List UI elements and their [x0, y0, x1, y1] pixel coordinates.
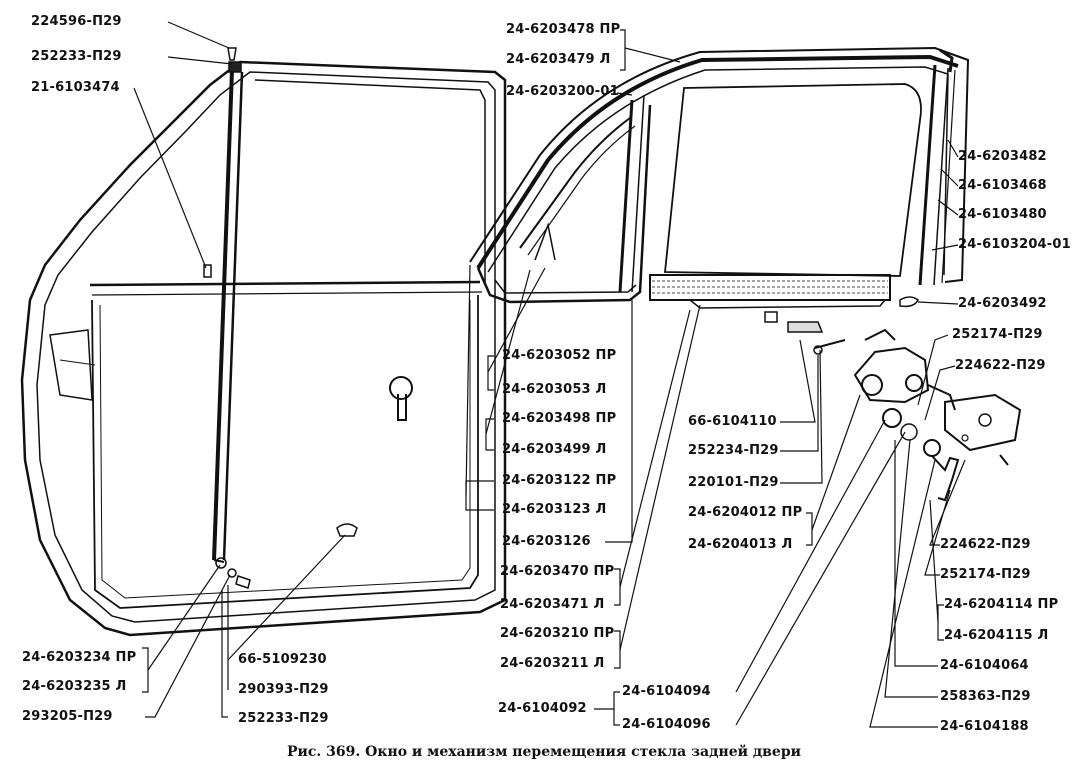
part-label: 24-6103204-01: [958, 237, 1071, 252]
part-label: 24-6104188: [940, 719, 1029, 734]
part-label: 24-6104064: [940, 658, 1029, 673]
part-label: 24-6204114 ПР: [944, 597, 1059, 612]
part-label: 24-6203482: [958, 149, 1047, 164]
part-label: 66-6104110: [688, 414, 777, 429]
part-label: 24-6103468: [958, 178, 1047, 193]
door-body: [20, 47, 507, 637]
part-label: 24-6203122 ПР: [502, 473, 617, 488]
part-label: 24-6203479 Л: [506, 52, 611, 67]
part-label: 24-6203211 Л: [500, 656, 605, 671]
part-label: 66-5109230: [238, 652, 327, 667]
part-label: 24-6104096: [622, 717, 711, 732]
part-label: 252233-П29: [238, 711, 329, 726]
part-label: 21-6103474: [31, 80, 120, 95]
part-label: 24-6204115 Л: [944, 628, 1049, 643]
window-assembly: [469, 46, 970, 309]
figure-caption: Рис. 369. Окно и механизм перемещения ст…: [286, 744, 801, 760]
part-label: 24-6203126: [502, 534, 591, 549]
regulator-mechanism: [764, 311, 1022, 502]
part-label: 258363-П29: [940, 689, 1031, 704]
leader-lines: [133, 21, 966, 728]
part-label: 24-6104092: [498, 701, 587, 716]
part-label: 24-6104094: [622, 684, 711, 699]
part-label: 24-6204012 ПР: [688, 505, 803, 520]
part-label: 224596-П29: [31, 14, 122, 29]
part-label: 24-6203052 ПР: [502, 348, 617, 363]
part-label: 24-6203235 Л: [22, 679, 127, 694]
part-label: 290393-П29: [238, 682, 329, 697]
part-label: 24-6103480: [958, 207, 1047, 222]
part-label: 252174-П29: [940, 567, 1031, 582]
part-label: 24-6204013 Л: [688, 537, 793, 552]
part-label: 24-6203499 Л: [502, 442, 607, 457]
part-label: 24-6203123 Л: [502, 502, 607, 517]
part-label: 24-6203210 ПР: [500, 626, 615, 641]
part-label: 24-6203470 ПР: [500, 564, 615, 579]
part-label: 24-6203234 ПР: [22, 650, 137, 665]
part-label: 24-6203471 Л: [500, 597, 605, 612]
part-label: 252233-П29: [31, 49, 122, 64]
part-label: 252234-П29: [688, 443, 779, 458]
part-label: 24-6203200-01: [506, 84, 619, 99]
part-label: 220101-П29: [688, 475, 779, 490]
part-label: 252174-П29: [952, 327, 1043, 342]
part-label: 24-6203498 ПР: [502, 411, 617, 426]
part-label: 224622-П29: [955, 358, 1046, 373]
part-label: 24-6203478 ПР: [506, 22, 621, 37]
part-label: 224622-П29: [940, 537, 1031, 552]
part-label: 293205-П29: [22, 709, 113, 724]
part-label: 24-6203053 Л: [502, 382, 607, 397]
part-label: 24-6203492: [958, 296, 1047, 311]
